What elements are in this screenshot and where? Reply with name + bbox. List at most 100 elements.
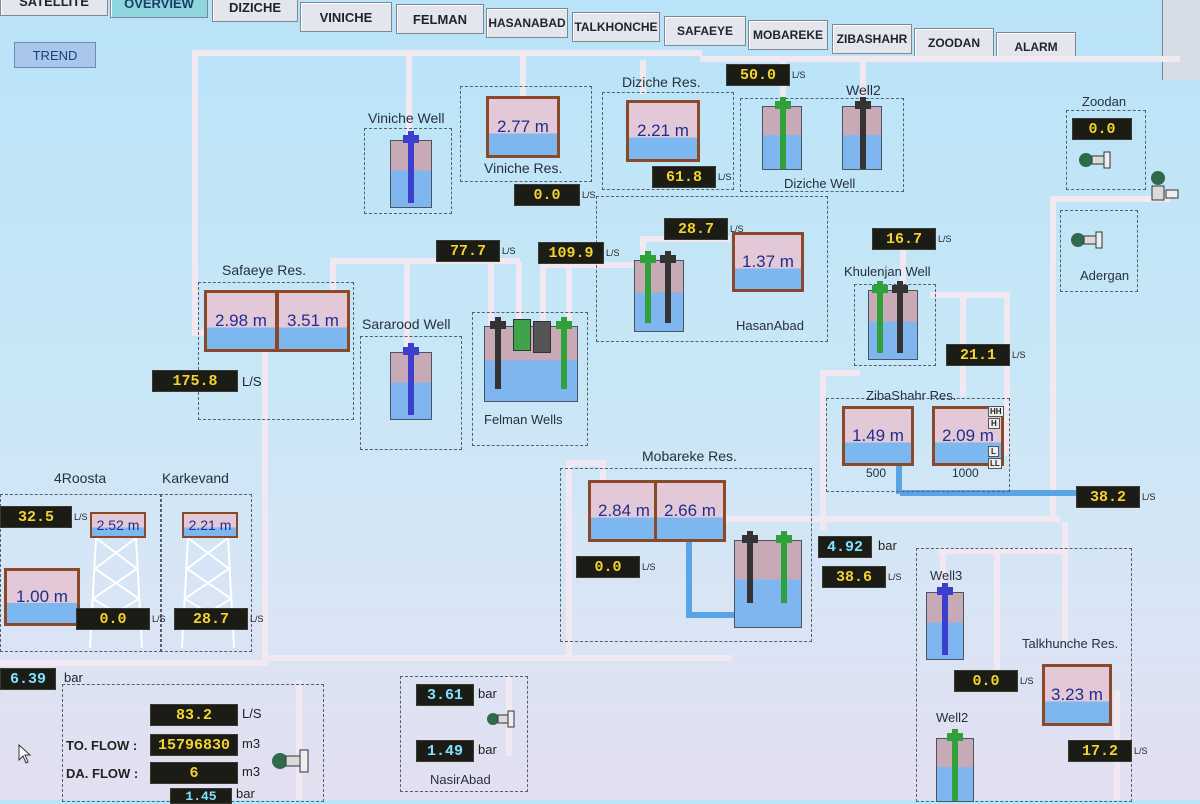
unit-ls: L/S [250,614,264,624]
unit-ls: L/S [74,512,88,522]
diziche-well-label: Diziche Well [784,176,856,191]
tab-overview[interactable]: OVERVIEW [110,0,208,18]
mobareke-flow-b: 0.0 [576,556,640,578]
talkhunche-flow: 17.2 [1068,740,1132,762]
felman-wells-pump[interactable] [484,317,578,402]
mobareke-tank-a[interactable]: 2.84 m [588,480,660,542]
unit-ls: L/S [606,248,620,258]
unit-ls: L/S [1134,746,1148,756]
unit-ls-big: L/S [242,374,262,389]
mobareke-res-label: Mobareke Res. [642,448,737,464]
tab-safaeye[interactable]: SAFAEYE [664,16,746,46]
unit-ls: L/S [730,224,744,234]
karkevand-flow: 28.7 [174,608,248,630]
well2-top-label: Well2 [846,82,881,98]
safaeye-tank-b[interactable]: 3.51 m [276,290,350,352]
zibashahr-out-flow: 38.2 [1076,486,1140,508]
zibashahr-res-box [826,398,1010,492]
zoodan-valve-2-icon[interactable] [1148,168,1179,201]
well2-bottom-label: Well2 [936,710,969,725]
tab-diziche[interactable]: DIZICHE [212,0,298,22]
adergan-label: Adergan [1080,268,1130,283]
hasanabad-tank[interactable]: 1.37 m [732,232,804,292]
khulenjan-flow: 16.7 [872,228,936,250]
viniche-res-tank[interactable]: 2.77 m [486,96,560,158]
roosta-tank[interactable]: 1.00 m [4,568,80,626]
roosta-water-tower[interactable]: 2.52 m [86,512,146,649]
to-flow-label: TO. FLOW : [66,738,138,753]
trend-button[interactable]: TREND [14,42,96,68]
roosta-box [0,494,162,652]
tab-hasanabad[interactable]: HASANABAD [486,8,568,38]
unit-ls: L/S [502,246,516,256]
tab-felman[interactable]: FELMAN [396,4,484,34]
nasirabad-pressure-2: 1.49 [416,740,474,762]
bottom-pressure: 1.45 [170,788,232,804]
unit-ls: L/S [1012,350,1026,360]
flow-rate: 83.2 [150,704,238,726]
tab-mobareke[interactable]: MOBAREKE [748,20,828,50]
hasanabad-well-pump[interactable] [634,251,684,332]
tab-zibashahr[interactable]: ZIBASHAHR [832,24,912,54]
mobareke-flow-a: 38.6 [822,566,886,588]
tab-talkhonche[interactable]: TALKHONCHE [572,12,660,42]
da-flow-label: DA. FLOW : [66,766,139,781]
clock-panel [1162,0,1200,80]
viniche-well-pump[interactable] [390,131,432,208]
unit-ls-big: L/S [242,706,262,721]
tab-viniche[interactable]: VINICHE [300,2,392,32]
unit-ls: L/S [582,190,596,200]
diziche-well-pump-2[interactable] [842,97,882,170]
unit-m3: m3 [242,736,261,751]
mobareke-tank-b[interactable]: 2.66 m [654,480,726,542]
diziche-well-pump-1[interactable] [762,97,802,170]
zoodan-flow: 0.0 [1072,118,1132,140]
diziche-res-tank[interactable]: 2.21 m [626,100,700,162]
safaeye-tank-a[interactable]: 2.98 m [204,290,278,352]
da-flow-value: 6 [150,762,238,784]
karkevand-label: Karkevand [162,470,229,486]
zibashahr-1000-label: 1000 [952,466,979,480]
well2-bottom-pump[interactable] [936,729,974,802]
diziche-well-box [740,98,904,192]
viniche-well-label: Viniche Well [368,110,445,126]
zibashahr-tank-a[interactable]: 1.49 m [842,406,914,466]
main-pressure: 6.39 [0,668,56,690]
sararood-well-pump[interactable] [390,343,432,420]
unit-ls: L/S [718,172,732,182]
nasirabad-label: NasirAbad [430,772,491,787]
tab-satellite[interactable]: SATELLITE [0,0,108,16]
karkevand-water-tower[interactable]: 2.21 m [178,512,238,649]
zibashahr-res-label: ZibaShahr Res. [866,388,957,403]
mobareke-res-box [560,468,812,642]
unit-ls: L/S [642,562,656,572]
zoodan-valve-icon[interactable] [1078,148,1111,170]
safaeye-res-box [198,282,354,420]
viniche-res-label: Viniche Res. [484,160,563,176]
flow-valve-icon[interactable] [270,746,309,773]
zoodan-box [1066,110,1146,190]
unit-ls: L/S [1020,676,1034,686]
mobareke-well-pump[interactable] [734,531,802,628]
zoodan-label: Zoodan [1082,94,1127,109]
diziche-res-box [602,92,734,190]
khulenjan-well-pump[interactable] [868,281,918,360]
nasirabad-valve-icon[interactable] [486,708,516,730]
zibashahr-l-indicator: L [988,446,999,457]
roosta-tower-flow: 0.0 [76,608,150,630]
hasanabad-box [596,196,828,342]
hasanabad-flow: 28.7 [664,218,728,240]
zibashahr-in-flow: 21.1 [946,344,1010,366]
tab-zoodan[interactable]: ZOODAN [914,28,994,58]
talkhunche-tank[interactable]: 3.23 m [1042,664,1112,726]
sararood-well-box [360,336,462,450]
well3-pump[interactable] [926,583,964,660]
felman-flow-b: 109.9 [538,242,604,264]
sararood-well-label: Sararood Well [362,316,451,332]
adergan-valve-icon[interactable] [1070,228,1103,250]
unit-ls: L/S [938,234,952,244]
unit-bar: bar [878,538,897,553]
roosta-label: 4Roosta [54,470,107,486]
to-flow-value: 15796830 [150,734,238,756]
viniche-well-box [364,128,452,214]
